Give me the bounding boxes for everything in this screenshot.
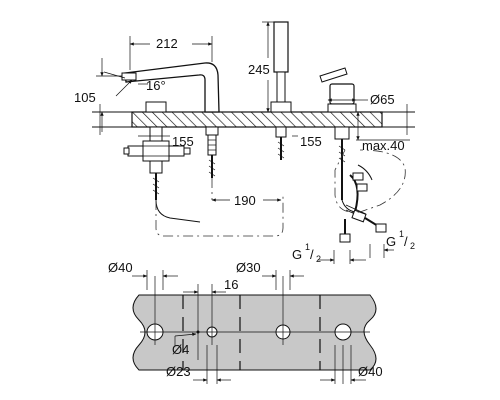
dim-valve-offset-left: 155 <box>138 134 194 149</box>
spout-valve <box>205 126 219 178</box>
dim-hole-1: Ø40 <box>108 260 178 290</box>
hole-centerlines <box>140 276 370 384</box>
dim-hole-1-label: Ø40 <box>108 260 133 275</box>
dim-spout-reach-label: 212 <box>156 36 178 51</box>
dim-spout-height-label: 105 <box>74 90 96 105</box>
side-view: 212 16° 105 245 Ø65 <box>74 21 415 264</box>
dim-hole-4: Ø40 <box>320 345 383 384</box>
dim-valve-offset-right-label: 155 <box>300 134 322 149</box>
thread-left-numerator: 1 <box>305 242 310 252</box>
dim-hole-2-label: Ø23 <box>166 364 191 379</box>
dim-spacing-label: 16 <box>224 277 238 292</box>
thread-right-letter: G <box>386 234 396 249</box>
thread-left-letter: G <box>292 247 302 262</box>
hose-connections <box>155 164 387 243</box>
dim-valve-offset-left-label: 155 <box>172 134 194 149</box>
dim-max-deck-label: max.40 <box>362 138 405 153</box>
dim-pin-hole-label: Ø4 <box>172 342 189 357</box>
dim-handle-diameter: Ø65 <box>327 92 395 107</box>
dim-valve-offset-right: 155 <box>292 134 322 149</box>
deck-plan <box>132 294 377 371</box>
thread-right-denominator: 2 <box>410 241 415 251</box>
deck-section <box>92 104 415 135</box>
dim-handle-diameter-label: Ø65 <box>370 92 395 107</box>
thread-left-slash: / <box>310 247 314 262</box>
thread-right-numerator: 1 <box>399 229 404 239</box>
diverter-valve <box>123 101 191 200</box>
deck-divisions <box>182 295 321 370</box>
dim-hose-spacing-label: 190 <box>234 193 256 208</box>
thread-right-slash: / <box>404 234 408 249</box>
dim-hole-4-label: Ø40 <box>358 364 383 379</box>
thread-callout-right: G 1 / 2 <box>369 229 415 258</box>
dim-hole-3: Ø30 <box>236 260 304 290</box>
dim-shower-height: 245 <box>248 21 274 113</box>
hand-shower <box>270 21 292 160</box>
spout <box>121 62 220 113</box>
thread-left-denominator: 2 <box>316 254 321 264</box>
dim-spacing: 16 <box>183 277 238 294</box>
mixer-handle <box>319 67 357 200</box>
dim-max-deck: max.40 <box>356 111 410 153</box>
dim-spout-angle-label: 16° <box>146 78 166 93</box>
supply-lines <box>155 149 406 237</box>
dim-hole-3-label: Ø30 <box>236 260 261 275</box>
dim-spout-angle: 16° <box>103 71 166 97</box>
dim-spout-reach: 212 <box>129 36 213 70</box>
dim-pin-hole: Ø4 <box>172 332 197 357</box>
thread-callout-left: G 1 / 2 <box>292 242 366 264</box>
dim-spout-height: 105 <box>74 58 122 132</box>
dim-hose-spacing: 190 <box>211 193 282 208</box>
plan-view: Ø40 Ø30 16 Ø4 Ø23 <box>108 260 383 384</box>
dim-hole-2: Ø23 <box>166 345 231 384</box>
dim-shower-height-label: 245 <box>248 62 270 77</box>
